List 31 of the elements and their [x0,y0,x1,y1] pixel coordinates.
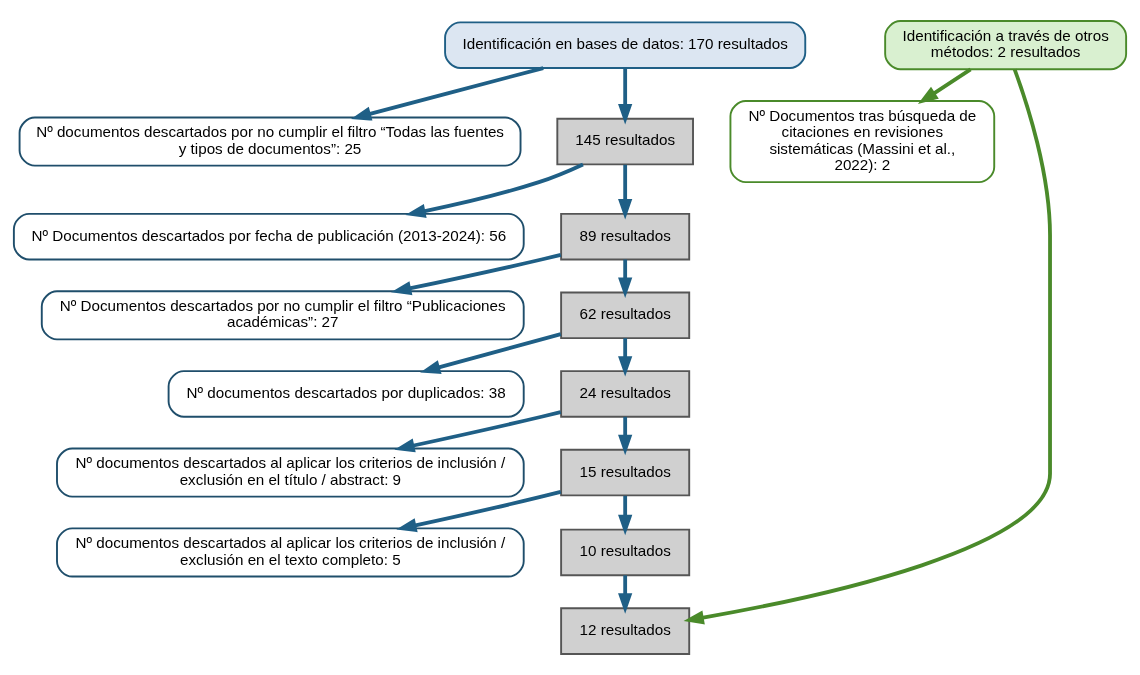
arrow [391,252,562,296]
node-box: 145 resultados [556,117,694,166]
arrow [394,410,562,453]
node-box: 10 resultados [560,528,691,577]
arrow [405,162,584,218]
arrow [917,67,972,104]
arrow [618,495,633,536]
node-box: Nº documentos descartados al aplicar los criterios de inclusión / exclusión en el texto completo: 5 [56,527,525,578]
arrow [618,259,633,298]
arrow [618,68,633,125]
node-box: Nº documentos descartados al aplicar los criterios de inclusión / exclusión en el título / abstract: 9 [56,447,525,498]
arrow [618,575,633,614]
node-box: 89 resultados [560,212,691,261]
node-box: Identificación a través de otros métodos: 2 resultados [884,20,1128,71]
arrow [618,416,633,456]
arrow [618,164,633,220]
node-box: Nº documentos descartados por no cumplir el filtro “Todas las fuentes y tipos de documentos”: 25 [18,116,522,167]
node-box: 62 resultados [560,291,691,340]
node-box: Nº Documentos descartados por fecha de publicación (2013-2024): 56 [12,212,525,261]
node-box: Identificación en bases de datos: 170 resultados [444,21,807,69]
node-box: 24 resultados [560,370,691,418]
arrow [350,66,544,121]
node-box: 15 resultados [560,448,691,497]
arrow [420,332,562,374]
node-box: Nº Documentos descartados por no cumplir el filtro “Publicaciones académicas”: 27 [40,290,525,341]
arrow [618,338,633,377]
node-box: Nº documentos descartados por duplicados: 38 [167,370,525,418]
arrow [683,68,1052,625]
node-box: Nº Documentos tras búsqueda de citaciones en revisiones sistemáticas (Massini et al., 2022): 2 [729,100,996,184]
arrow [396,489,562,533]
node-box: 12 resultados [560,607,691,655]
